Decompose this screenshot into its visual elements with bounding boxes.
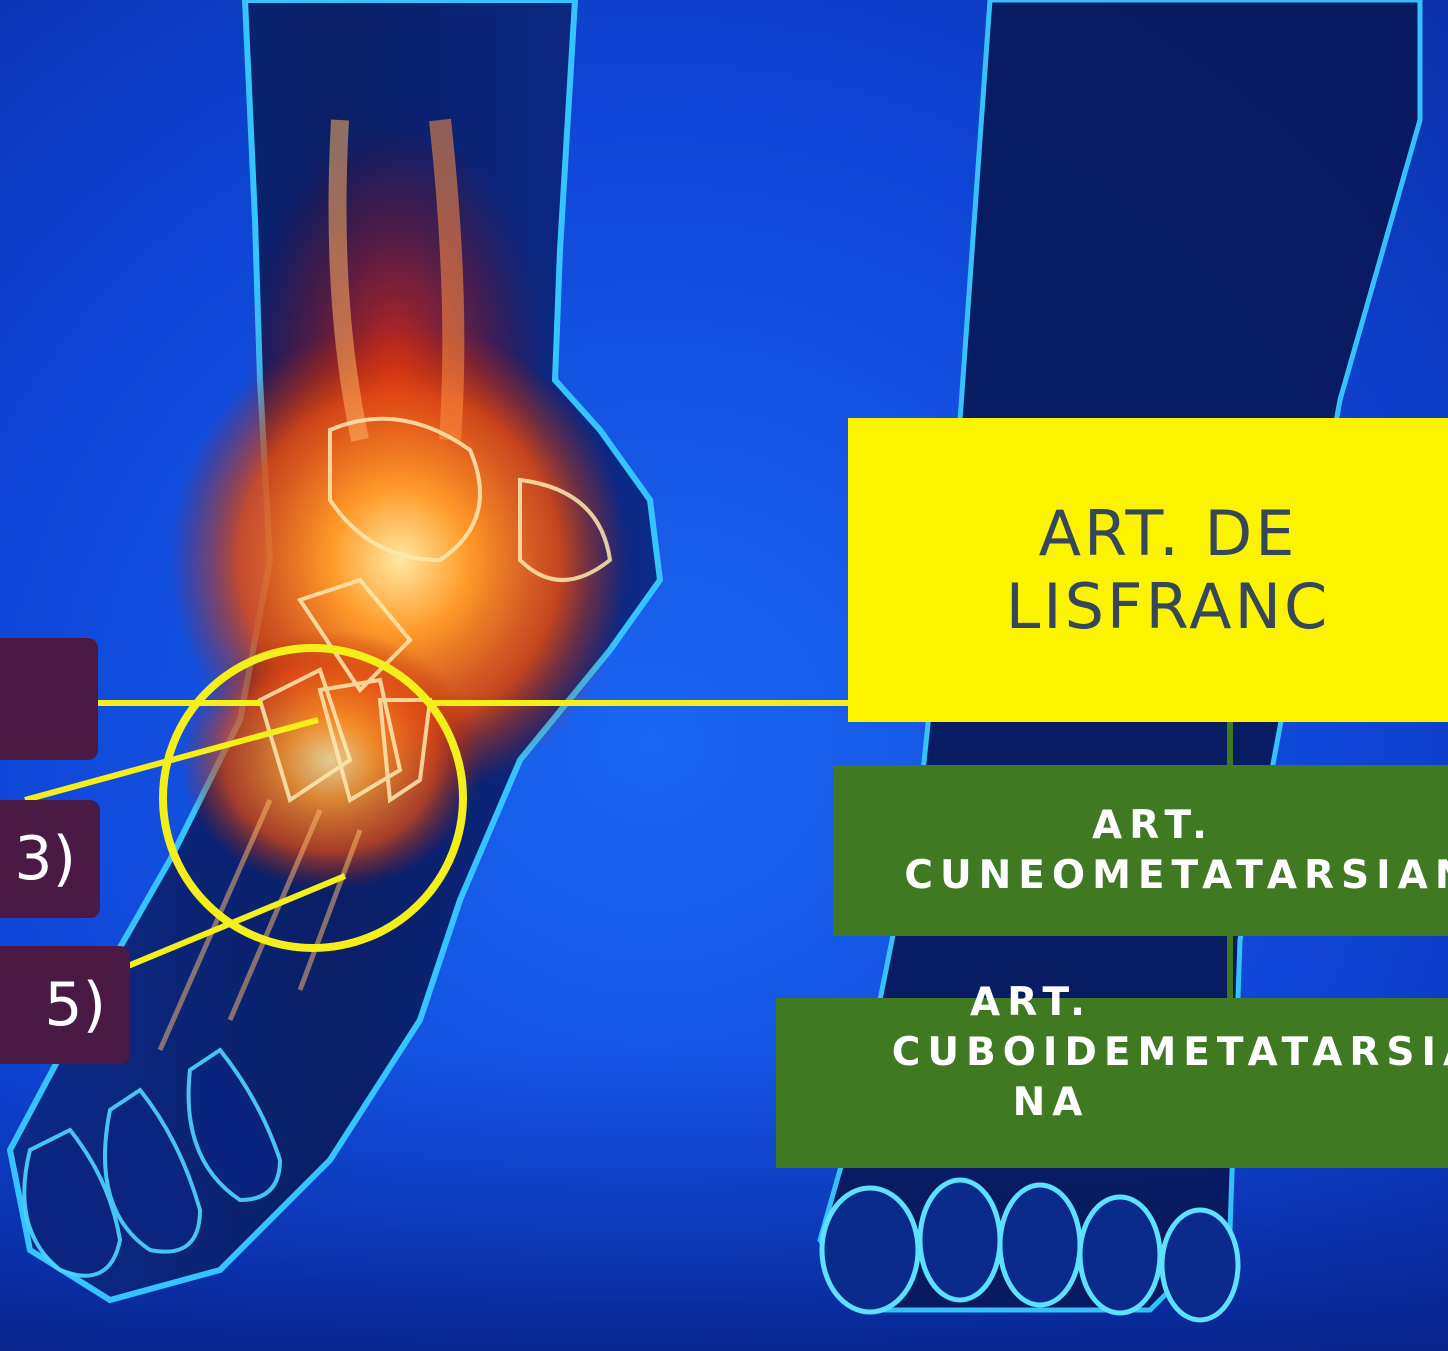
joint-tag-3: 5) [0, 946, 130, 1064]
joint-tag-3-text: 5) [44, 975, 106, 1035]
title-line-2: LISFRANC [1006, 570, 1331, 643]
title-line-1: ART. DE [1039, 497, 1298, 570]
lisfranc-title-box: ART. DE LISFRANC [848, 418, 1448, 722]
cuboid-line-2: CUBOIDEMETATARSIA [892, 1028, 1448, 1078]
joint-tag-1 [0, 638, 98, 760]
cuneometatarsal-box: ART. CUNEOMETATARSIANA [833, 765, 1448, 936]
cuneo-line-2: CUNEOMETATARSIANA [904, 851, 1448, 901]
cuboid-line-3: NA [1013, 1078, 1090, 1128]
joint-tag-2-text: 3) [14, 829, 76, 889]
joint-tag-2: 3) [0, 800, 100, 918]
cuneo-line-1: ART. [1092, 801, 1214, 851]
cuboidmetatarsal-box: ART. CUBOIDEMETATARSIA NA [776, 998, 1448, 1168]
cuboid-line-1: ART. [970, 978, 1092, 1028]
